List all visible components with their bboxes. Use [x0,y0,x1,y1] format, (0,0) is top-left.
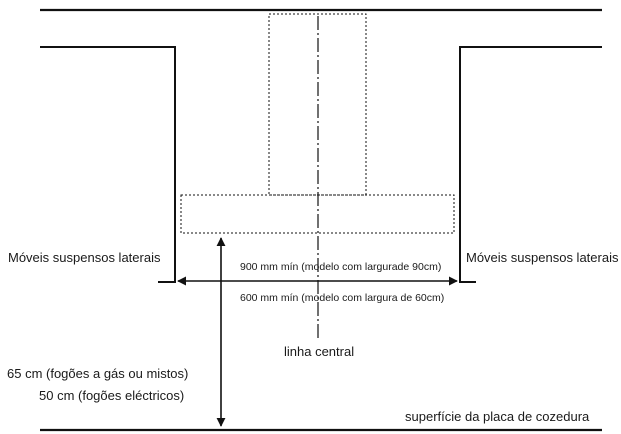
height-gas-label: 65 cm (fogões a gás ou mistos) [7,366,188,381]
centre-line-label: linha central [284,344,354,359]
width-90-label: 900 mm mín (modelo com largurade 90cm) [240,261,441,273]
right-wall-cabinet [459,46,602,283]
hob-surface-label: superfície da placa de cozedura [405,409,590,424]
right-cabinet-label: Móveis suspensos laterais [466,250,619,265]
height-electric-label: 50 cm (fogões eléctricos) [39,388,184,403]
left-cabinet-label: Móveis suspensos laterais [8,250,161,265]
width-60-label: 600 mm mín (modelo com largura de 60cm) [240,292,444,304]
left-wall-cabinet [40,46,176,283]
hood-chimney [268,13,367,196]
